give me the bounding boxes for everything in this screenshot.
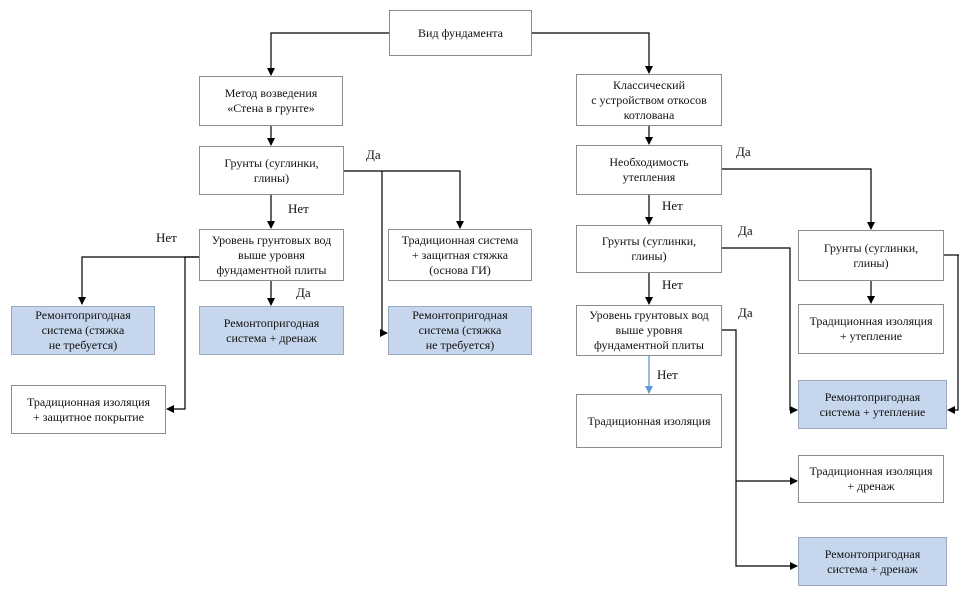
edge-root-classic (532, 32, 653, 74)
node-trad-warming: Традиционная изоляция + утепление (798, 304, 944, 354)
node-trad-cover: Традиционная изоляция + защитное покрыти… (11, 385, 166, 434)
node-gw-right: Уровень грунтовых вод выше уровня фундам… (576, 305, 722, 356)
node-wall-method: Метод возведения «Стена в грунте» (199, 76, 343, 126)
node-soils-left: Грунты (суглинки, глины) (199, 146, 344, 195)
node-soils-mid: Грунты (суглинки, глины) (576, 225, 722, 273)
edge-soils-trad-screed (344, 170, 464, 229)
node-soils-right: Грунты (суглинки, глины) (798, 230, 944, 281)
edge-label-no: Нет (657, 367, 678, 382)
edge-label-no: Нет (156, 230, 177, 245)
edge-gw-right-trad-drainage (722, 329, 798, 485)
node-repair-no-screed-mid: Ремонтопригодная система (стяжка не треб… (388, 306, 532, 355)
node-trad-insul: Традиционная изоляция (576, 394, 722, 448)
node-root: Вид фундамента (389, 10, 532, 56)
node-gw-left: Уровень грунтовых вод выше уровня фундам… (199, 229, 344, 281)
edge-label-yes: Да (736, 144, 751, 159)
edge-label-no: Нет (662, 198, 683, 213)
edge-label-no: Нет (288, 201, 309, 216)
edge-gw-trad-cover (166, 256, 199, 413)
node-trad-screed: Традиционная система + защитная стяжка (… (388, 229, 532, 281)
edge-label-no: Нет (662, 277, 683, 292)
node-classic: Классический с устройством откосов котло… (576, 74, 722, 126)
edge-soils-repair-mid (380, 171, 388, 337)
node-repair-drainage-right: Ремонтопригодная система + дренаж (798, 537, 947, 586)
edge-soils-mid-trad-warming (722, 247, 798, 414)
edge-need-soils-right (722, 168, 875, 230)
edge-root-wall (267, 32, 389, 76)
node-repair-warming: Ремонтопригодная система + утепление (798, 380, 947, 429)
edge-repair-warming-return (947, 255, 959, 414)
edge-gw-right-repair-drainage (735, 481, 798, 570)
edge-label-yes: Да (296, 285, 311, 300)
node-trad-drainage: Традиционная изоляция + дренаж (798, 455, 944, 503)
node-repair-no-screed-left: Ремонтопригодная система (стяжка не треб… (11, 306, 155, 355)
edge-label-yes: Да (738, 223, 753, 238)
edge-gw-repair-left (78, 256, 199, 305)
edge-label-yes: Да (366, 147, 381, 162)
edge-label-yes: Да (738, 305, 753, 320)
node-repair-drainage-left: Ремонтопригодная система + дренаж (199, 306, 344, 355)
node-insulation-need: Необходимость утепления (576, 145, 722, 195)
